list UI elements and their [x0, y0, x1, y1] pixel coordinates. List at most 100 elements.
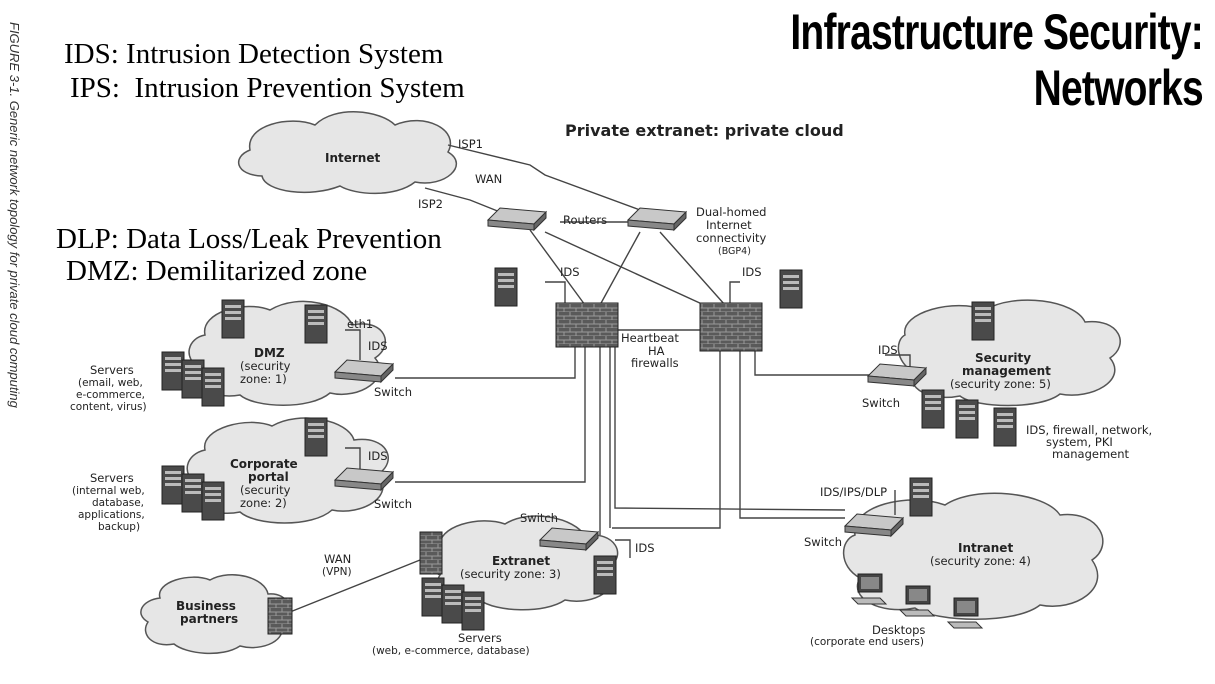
extranet-zone-line-2: (security zone: 3)	[460, 567, 561, 581]
secmgmt-top-server-icon	[971, 301, 995, 341]
secmgmt-servers-line-2: system, PKI	[1046, 435, 1113, 449]
ids-server-right-icon	[779, 269, 803, 309]
business-partners-line-2: partners	[180, 612, 238, 626]
portal-servers-title: Servers	[90, 471, 134, 485]
eth1-label: eth1	[347, 317, 373, 331]
extranet-servers-title: Servers	[458, 631, 502, 645]
internet-cloud	[237, 111, 457, 195]
link-r1-fw1	[529, 229, 586, 306]
link-ids-portal	[345, 447, 361, 470]
portal-servers-line-5: backup)	[98, 521, 140, 533]
extranet-ids-server-icon	[593, 555, 617, 595]
portal-zone-title: Corporate	[230, 457, 298, 471]
business-partners-line-1: Business	[176, 599, 236, 613]
dual-homed-line-3: connectivity	[696, 231, 767, 245]
secmgmt-server-3-icon	[993, 407, 1017, 447]
glossary-ids: IDS: Intrusion Detection System	[64, 38, 444, 70]
firewall-2	[699, 302, 763, 352]
glossary-dlp: DLP: Data Loss/Leak Prevention	[56, 223, 442, 255]
ids-extranet-label: IDS	[635, 541, 655, 555]
switch-portal-icon	[334, 467, 394, 491]
portal-server-1-icon	[161, 465, 185, 505]
dual-homed-line-2: Internet	[706, 218, 752, 232]
router-1-icon	[487, 207, 547, 231]
dmz-server-2-icon	[181, 359, 205, 399]
firewall-1	[555, 302, 619, 348]
business-partners-cloud	[140, 573, 290, 655]
firewall-partners	[267, 597, 293, 635]
secmgmt-server-2-icon	[955, 399, 979, 439]
dmz-servers-line-3: e-commerce,	[76, 389, 145, 401]
extranet-servers-line-2: (web, e-commerce, database)	[372, 645, 530, 657]
link-wan-vpn	[289, 559, 421, 613]
ids-secmgmt-label: IDS	[878, 343, 898, 357]
glossary-ips: IPS: Intrusion Prevention System	[70, 72, 465, 104]
ids-portal-label: IDS	[368, 449, 388, 463]
connections	[289, 144, 911, 613]
switch-portal-label: Switch	[374, 497, 412, 511]
link-r1-fw2	[544, 231, 716, 311]
link-isp2	[424, 187, 501, 213]
link-ids-secmgmt	[885, 354, 911, 368]
glossary-dmz: DMZ: Demilitarized zone	[66, 255, 368, 287]
portal-server-3-icon	[201, 481, 225, 521]
dmz-servers-line-4: content, virus)	[70, 401, 147, 413]
link-ids-extranet	[615, 539, 631, 558]
switch-dmz-label: Switch	[374, 385, 412, 399]
dual-homed-line-1: Dual-homed	[696, 205, 766, 219]
slide-title-line-1: Infrastructure Security:	[790, 4, 1203, 60]
extranet-server-2-icon	[441, 584, 465, 624]
link-ids-eth1	[345, 329, 361, 360]
extranet-server-1-icon	[421, 577, 445, 617]
bgp-label: (BGP4)	[718, 246, 751, 257]
switch-intranet-label: Switch	[804, 535, 842, 549]
portal-zone-line-4: zone: 2)	[240, 496, 287, 510]
switch-extranet-icon	[539, 527, 599, 551]
portal-servers-line-4: applications,	[78, 509, 145, 521]
intranet-zone-line-2: (security zone: 4)	[930, 554, 1031, 568]
dmz-server-3-icon	[201, 367, 225, 407]
intranet-zone-title: Intranet	[958, 541, 1013, 555]
firewall-extranet	[419, 531, 443, 575]
slide-title-line-2: Networks	[1033, 60, 1204, 116]
ids-label-left: IDS	[560, 265, 580, 279]
vpn-label: (VPN)	[322, 566, 352, 578]
firewalls	[267, 302, 763, 635]
ids-dmz-label: IDS	[368, 339, 388, 353]
slide-title: Infrastructure Security: Networks	[790, 4, 1203, 116]
link-isp1	[447, 144, 641, 211]
link-ids-fw2	[729, 281, 740, 305]
dmz-servers-title: Servers	[90, 363, 134, 377]
link-ids-fw1	[545, 281, 566, 305]
isp2-label: ISP2	[418, 197, 443, 211]
link-fw2-secmgmt	[754, 350, 870, 376]
diagram-heading: Private extranet: private cloud	[565, 121, 844, 140]
dmz-top-server-icon	[221, 299, 245, 339]
secmgmt-servers-line-3: management	[1052, 447, 1130, 461]
switch-intranet-icon	[844, 513, 904, 537]
link-r2-fw2	[659, 231, 726, 306]
extranet-zone-title: Extranet	[492, 554, 550, 568]
heartbeat-label: Heartbeat	[621, 331, 679, 345]
link-r2-fw1	[599, 231, 641, 306]
portal-servers-line-2: (internal web,	[72, 485, 145, 497]
isp1-label: ISP1	[458, 137, 483, 151]
link-fw1-dmz	[395, 345, 576, 379]
secmgmt-zone-line-2: management	[962, 364, 1051, 378]
router-2-icon	[627, 207, 687, 231]
portal-ids-server-icon	[304, 417, 328, 457]
switch-extranet-label: Switch	[520, 511, 558, 525]
desktops-sub-label: (corporate end users)	[810, 636, 924, 648]
ids-server-left-icon	[494, 267, 518, 307]
intranet-ids-server-icon	[909, 477, 933, 517]
link-fw2-intranet	[739, 350, 845, 519]
secmgmt-servers-line-1: IDS, firewall, network,	[1026, 423, 1152, 437]
secmgmt-zone-line-3: (security zone: 5)	[950, 377, 1051, 391]
ha-label: HA	[648, 344, 665, 358]
ids-ips-dlp-label: IDS/IPS/DLP	[820, 485, 887, 499]
secmgmt-zone-title: Security	[975, 351, 1031, 365]
dmz-zone-line-2: (security	[240, 359, 291, 373]
dmz-servers-line-2: (email, web,	[78, 377, 143, 389]
link-fw1-intranet	[614, 345, 846, 511]
